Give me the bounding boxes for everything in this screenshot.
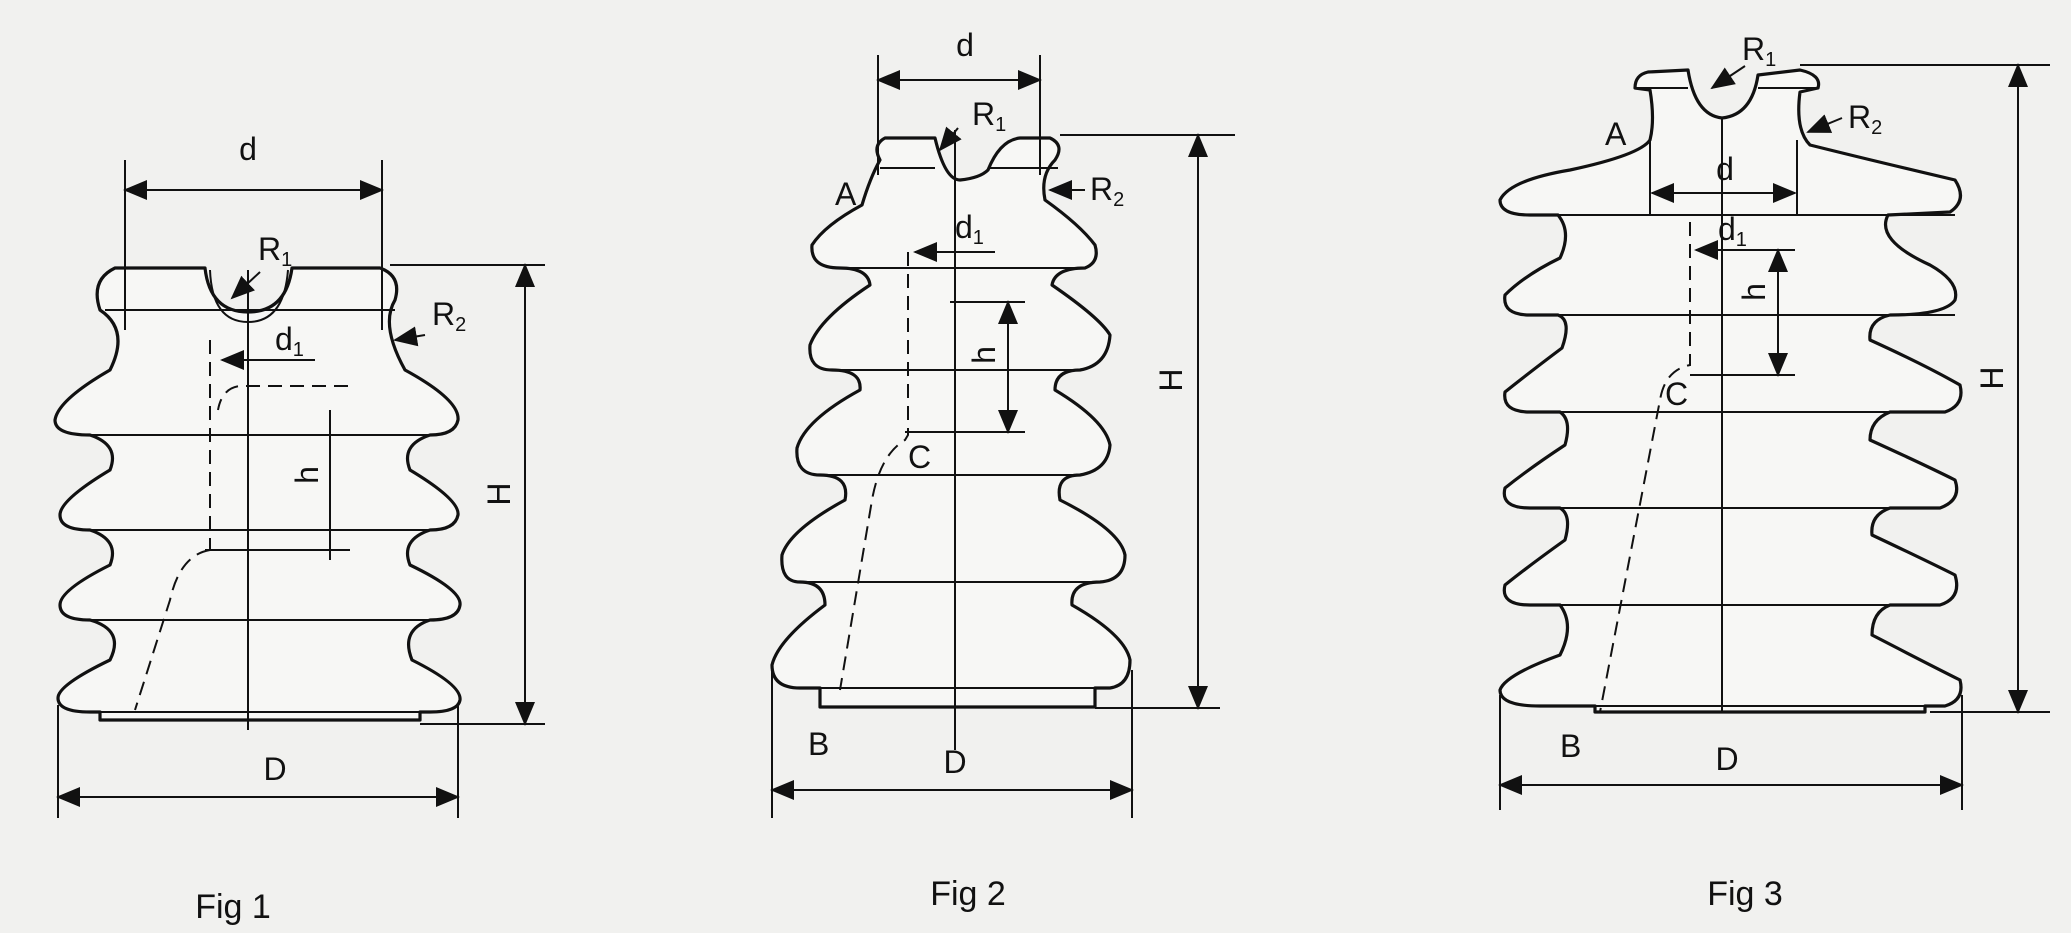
fig2-r1-label: R1 [972,96,1006,136]
fig3-b-label: B [1560,728,1581,764]
fig2-r2-label: R2 [1090,171,1124,211]
figure-1: d R1 R2 d1 h H D Fig 1 [53,131,545,926]
fig3-r2-label: R2 [1848,99,1882,139]
fig3-a-label: A [1605,116,1627,152]
fig1-d1-label: d1 [275,321,304,361]
fig2-r1-arrow [938,126,962,152]
fig3-d-label: d [1716,151,1734,187]
fig3-r1-label: R1 [1742,31,1776,71]
fig1-r1-label: R1 [258,231,292,271]
fig2-insulator-body [770,136,1132,709]
fig2-H-label: H [1153,368,1189,391]
fig3-d1-label: d1 [1718,211,1747,251]
fig3-insulator-body [1498,68,1963,714]
figure-2: d R1 R2 A d1 h C H B D Fig 2 [770,27,1235,913]
fig1-dashed-core [134,340,348,711]
figure-3: d R1 R2 A d1 h C H B D Fig 3 [1498,31,2050,913]
fig3-caption: Fig 3 [1707,875,1783,913]
fig2-c-label: C [908,439,931,475]
fig1-r2-arrow [393,326,426,347]
fig1-insulator-body [53,266,462,722]
fig1-shed-lines [90,434,430,713]
fig3-r1-arrow [1710,65,1746,90]
fig2-caption: Fig 2 [930,875,1006,913]
fig2-d1-label: d1 [955,209,984,249]
fig3-h-label: h [1736,283,1772,301]
fig1-d-label: d [239,131,257,167]
fig2-dashed-core [839,252,909,691]
fig3-D-label: D [1715,741,1738,777]
fig1-caption: Fig 1 [195,888,271,926]
fig2-b-label: B [808,726,829,762]
fig1-r2-label: R2 [432,296,466,336]
fig2-d-label: d [956,27,974,63]
fig3-H-label: H [1974,366,2010,389]
fig3-r2-arrow [1806,114,1843,133]
fig3-dashed-core [1599,222,1691,713]
fig2-h-label: h [966,346,1002,364]
fig2-a-label: A [835,176,857,212]
fig1-r1-arrow [230,271,261,300]
fig2-D-label: D [943,744,966,780]
fig1-h-label: h [289,466,325,484]
fig3-c-label: C [1665,376,1688,412]
fig1-D-label: D [263,751,286,787]
fig1-H-label: H [481,482,517,505]
fig3-shed-lines [1545,214,1955,707]
